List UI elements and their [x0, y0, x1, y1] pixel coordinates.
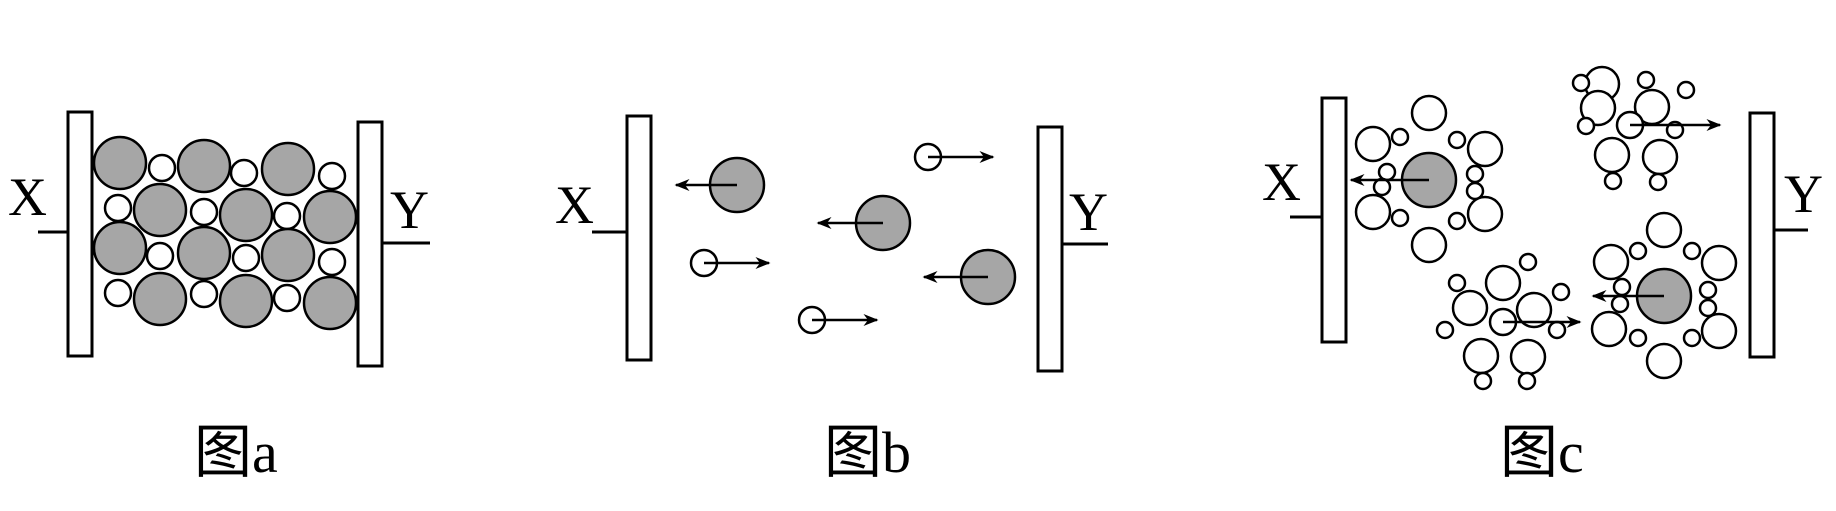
- water-molecule: [1700, 244, 1738, 282]
- water-molecule: [1698, 298, 1718, 318]
- small-ion: [231, 243, 261, 273]
- water-molecule: [1628, 241, 1648, 261]
- water-molecule: [1641, 138, 1679, 176]
- water-molecule: [1698, 280, 1718, 300]
- hydrated-large-ion: [1349, 94, 1504, 264]
- figure-a: X Y: [8, 110, 430, 485]
- electrode-y-plate: [1748, 111, 1776, 359]
- electrode-x-plate: [1320, 96, 1348, 344]
- electrode-y-label: Y: [1784, 164, 1823, 224]
- crystal-lattice: [92, 135, 358, 331]
- water-molecule: [1462, 337, 1500, 375]
- electrode-x-plate: [625, 114, 653, 362]
- electrode-y-plate: [356, 120, 384, 368]
- water-molecule: [1636, 70, 1656, 90]
- large-ion: [92, 220, 148, 276]
- figure-b: X Y 图b: [555, 114, 1108, 485]
- small-ion: [145, 241, 175, 271]
- water-molecule: [1682, 241, 1702, 261]
- water-molecule: [1515, 291, 1553, 329]
- large-ion: [176, 138, 232, 194]
- water-molecule: [1354, 193, 1392, 231]
- water-molecule: [1518, 252, 1538, 272]
- hydrated-large-ion: [1590, 211, 1738, 380]
- small-ion: [272, 201, 302, 231]
- water-molecule: [1466, 195, 1504, 233]
- water-molecule: [1390, 127, 1410, 147]
- water-molecule: [1645, 342, 1683, 380]
- water-molecule: [1435, 320, 1455, 340]
- water-molecule: [1610, 294, 1630, 314]
- small-ion: [317, 161, 347, 191]
- water-molecule: [1547, 320, 1567, 340]
- electrode-y-label: Y: [1069, 182, 1108, 242]
- large-ion: [218, 273, 274, 329]
- large-ion: [92, 135, 148, 191]
- water-molecule: [1592, 243, 1630, 281]
- water-molecule: [1484, 264, 1522, 302]
- figure-c: X Y: [1262, 65, 1823, 485]
- water-molecule: [1377, 162, 1397, 182]
- large-ion: [302, 275, 358, 331]
- small-ion: [229, 158, 259, 188]
- water-molecule: [1648, 172, 1668, 192]
- water-molecule: [1682, 328, 1702, 348]
- water-molecule: [1465, 181, 1485, 201]
- water-molecule: [1447, 273, 1467, 293]
- water-molecule: [1466, 130, 1504, 168]
- caption-b: 图b: [824, 420, 911, 485]
- water-molecule: [1451, 289, 1489, 327]
- small-ion: [189, 197, 219, 227]
- large-ion: [218, 187, 274, 243]
- small-ion: [317, 247, 347, 277]
- water-molecule: [1447, 211, 1467, 231]
- caption-a: 图a: [194, 420, 278, 485]
- water-molecule: [1676, 80, 1696, 100]
- large-ion: [132, 182, 188, 238]
- water-molecule: [1372, 177, 1392, 197]
- electrode-y-plate: [1036, 125, 1064, 373]
- water-molecule: [1410, 94, 1448, 132]
- water-molecule: [1447, 130, 1467, 150]
- water-molecule: [1700, 312, 1738, 350]
- water-molecule: [1354, 125, 1392, 163]
- water-molecule: [1571, 73, 1591, 93]
- water-molecule: [1390, 208, 1410, 228]
- water-molecule: [1612, 277, 1632, 297]
- large-ion: [132, 271, 188, 327]
- water-molecule: [1590, 310, 1628, 348]
- small-ion: [103, 278, 133, 308]
- water-molecule: [1645, 211, 1683, 249]
- water-molecule: [1509, 338, 1547, 376]
- electrode-y-label: Y: [390, 180, 429, 240]
- small-ion: [272, 283, 302, 313]
- large-ion: [260, 227, 316, 283]
- water-molecule: [1473, 371, 1493, 391]
- water-molecule: [1579, 89, 1617, 127]
- water-molecule: [1628, 328, 1648, 348]
- large-ion: [176, 225, 232, 281]
- small-ion: [147, 153, 177, 183]
- small-ion: [189, 279, 219, 309]
- water-molecule: [1576, 116, 1596, 136]
- large-ion: [302, 189, 358, 245]
- water-molecule: [1593, 136, 1631, 174]
- water-molecule: [1603, 171, 1623, 191]
- caption-c: 图c: [1500, 420, 1584, 485]
- electrode-x-label: X: [1262, 152, 1301, 212]
- hydrated-small-ion: [1435, 252, 1582, 391]
- water-molecule: [1551, 282, 1571, 302]
- water-molecule: [1517, 371, 1537, 391]
- electrode-x-label: X: [8, 167, 47, 227]
- water-molecule: [1465, 164, 1485, 184]
- water-molecule: [1410, 226, 1448, 264]
- electrode-x-plate: [66, 110, 94, 358]
- small-ion: [103, 193, 133, 223]
- large-ion: [260, 141, 316, 197]
- electrode-x-label: X: [555, 175, 594, 235]
- hydrated-small-ion: [1571, 65, 1722, 192]
